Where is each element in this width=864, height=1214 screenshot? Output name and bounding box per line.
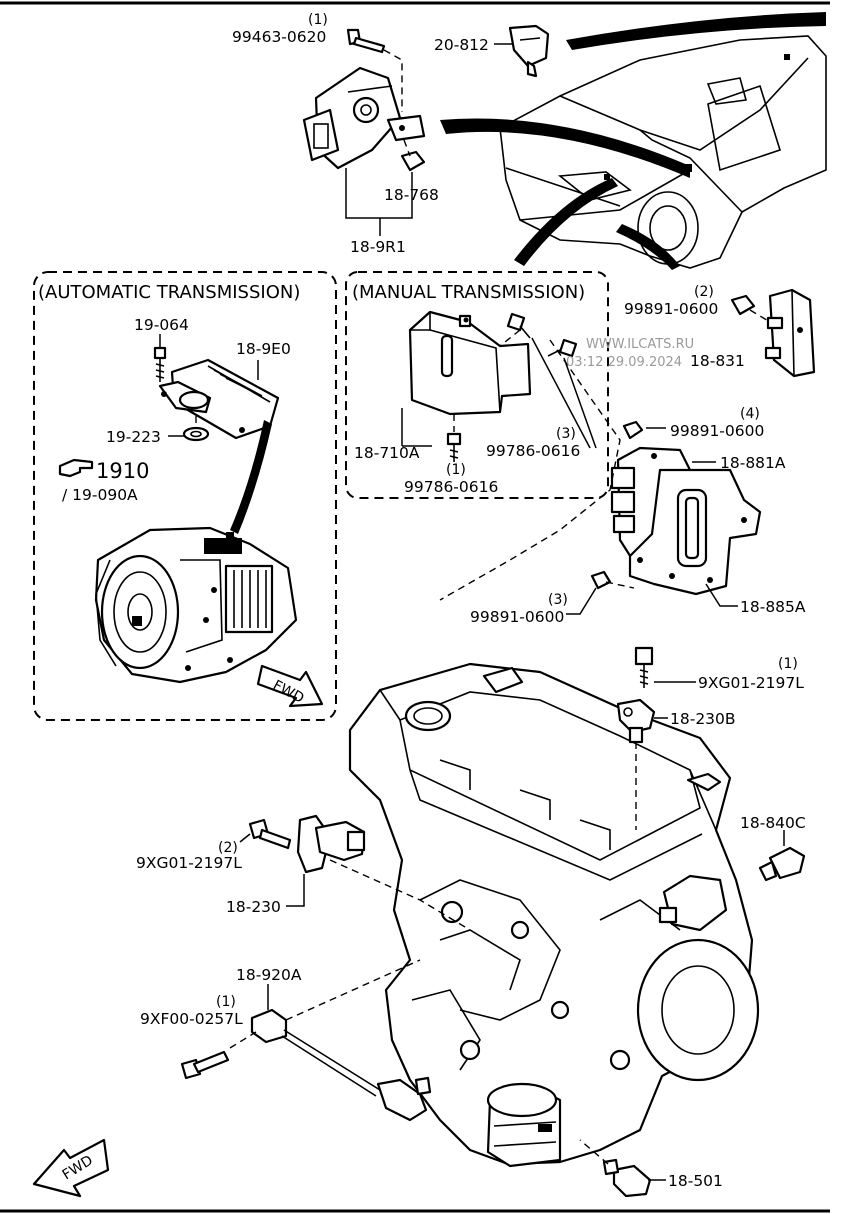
bolt-19-064[interactable] bbox=[153, 346, 167, 382]
qty-99891-a: (2) bbox=[694, 284, 714, 300]
label-18-710A[interactable]: 18-710A bbox=[354, 444, 420, 462]
qty-9XG01-a: (1) bbox=[778, 656, 798, 672]
label-20-812[interactable]: 20-812 bbox=[434, 36, 489, 54]
label-9XG01-a[interactable]: 9XG01-2197L bbox=[698, 674, 804, 692]
guide-18-768 bbox=[403, 139, 411, 157]
qty-9XF00: (1) bbox=[216, 994, 236, 1010]
bolt-9XG01-a[interactable] bbox=[634, 646, 654, 688]
label-19-090A[interactable]: / 19-090A bbox=[62, 486, 138, 504]
bolt-99786-b[interactable] bbox=[506, 312, 531, 339]
section-label-manual: (MANUAL TRANSMISSION) bbox=[352, 282, 585, 303]
pointer-stroke-1 bbox=[566, 12, 826, 50]
bolt-99786-a[interactable] bbox=[446, 432, 462, 462]
qty-99786-a: (1) bbox=[446, 462, 466, 478]
label-99786-a[interactable]: 99786-0616 bbox=[404, 478, 498, 496]
label-18-9E0[interactable]: 18-9E0 bbox=[236, 340, 291, 358]
qty-9XG01-b: (2) bbox=[218, 840, 238, 856]
engine-block bbox=[348, 662, 760, 1168]
knock-sensor-18-920A[interactable] bbox=[250, 1008, 432, 1122]
bolt-99786-c[interactable] bbox=[547, 338, 578, 358]
qty-99891-c: (3) bbox=[548, 592, 568, 608]
label-99891-c[interactable]: 99891-0600 bbox=[470, 608, 564, 626]
cam-sensor-18-230B[interactable] bbox=[616, 698, 656, 744]
section-label-automatic: (AUTOMATIC TRANSMISSION) bbox=[38, 282, 300, 303]
bracket-18-831[interactable] bbox=[764, 288, 816, 378]
bracket-18-9R1 bbox=[345, 168, 413, 219]
label-1910[interactable]: 1910 bbox=[96, 459, 149, 483]
watermark-site: WWW.ILCATS.RU bbox=[586, 337, 694, 352]
label-19-064[interactable]: 19-064 bbox=[134, 316, 189, 334]
label-18-885A[interactable]: 18-885A bbox=[740, 598, 806, 616]
label-18-840C[interactable]: 18-840C bbox=[740, 814, 806, 832]
guide-long bbox=[439, 339, 621, 601]
label-99786-b[interactable]: 99786-0616 bbox=[486, 442, 580, 460]
label-18-230B[interactable]: 18-230B bbox=[670, 710, 736, 728]
qty-99786-b: (3) bbox=[556, 426, 576, 442]
label-18-920A[interactable]: 18-920A bbox=[236, 966, 302, 984]
label-18-831[interactable]: 18-831 bbox=[690, 352, 745, 370]
fwd-arrow-icon bbox=[256, 664, 324, 708]
sensor-18-840C[interactable] bbox=[758, 846, 806, 882]
label-99891-a[interactable]: 99891-0600 bbox=[624, 300, 718, 318]
label-9XF00[interactable]: 9XF00-0257L bbox=[140, 1010, 243, 1028]
tcm-18-9E0[interactable] bbox=[158, 358, 280, 440]
label-9XG01-b[interactable]: 9XG01-2197L bbox=[136, 854, 242, 872]
label-99463[interactable]: 99463-0620 bbox=[232, 28, 326, 46]
qty-99891-b: (4) bbox=[740, 406, 760, 422]
arrow-to-transmission bbox=[230, 420, 272, 534]
bolt-99463[interactable] bbox=[346, 28, 386, 54]
label-18-501[interactable]: 18-501 bbox=[668, 1172, 723, 1190]
pointing-hand-icon bbox=[58, 458, 94, 478]
nut-99891-c[interactable] bbox=[590, 570, 612, 590]
watermark-timestamp: 03:12 29.09.2024 bbox=[566, 355, 682, 370]
control-module[interactable] bbox=[302, 66, 426, 170]
qty-99463: (1) bbox=[308, 12, 328, 28]
bracket-18-710A[interactable] bbox=[408, 310, 532, 416]
sensor-18-501[interactable] bbox=[602, 1158, 652, 1198]
pointer-stroke-2 bbox=[440, 118, 690, 178]
automatic-transmission-box bbox=[33, 271, 337, 721]
crank-sensor-18-230[interactable] bbox=[296, 814, 366, 874]
label-18-230[interactable]: 18-230 bbox=[226, 898, 281, 916]
guide-99463 bbox=[383, 49, 403, 112]
label-99891-b[interactable]: 99891-0600 bbox=[670, 422, 764, 440]
pointer-stroke-3 bbox=[514, 178, 618, 266]
thermostat-housing bbox=[658, 874, 728, 932]
sensor-20-812[interactable] bbox=[508, 24, 550, 78]
bolt-9XG01-b[interactable] bbox=[248, 818, 292, 850]
nut-18-768[interactable] bbox=[400, 150, 426, 172]
washer-19-223[interactable] bbox=[182, 426, 210, 442]
label-19-223[interactable]: 19-223 bbox=[106, 428, 161, 446]
nut-99891-a[interactable] bbox=[730, 294, 756, 316]
pointer-stroke-4 bbox=[616, 224, 680, 270]
label-18-9R1[interactable]: 18-9R1 bbox=[350, 238, 406, 256]
label-18-768[interactable]: 18-768 bbox=[384, 186, 439, 204]
automatic-transmission-unit[interactable] bbox=[94, 526, 298, 684]
label-18-881A[interactable]: 18-881A bbox=[720, 454, 786, 472]
bolt-9XF00[interactable] bbox=[180, 1050, 230, 1080]
bracket-18-885A[interactable] bbox=[628, 468, 762, 596]
fwd-arrow-icon bbox=[32, 1138, 110, 1198]
nut-99891-b[interactable] bbox=[622, 420, 644, 440]
